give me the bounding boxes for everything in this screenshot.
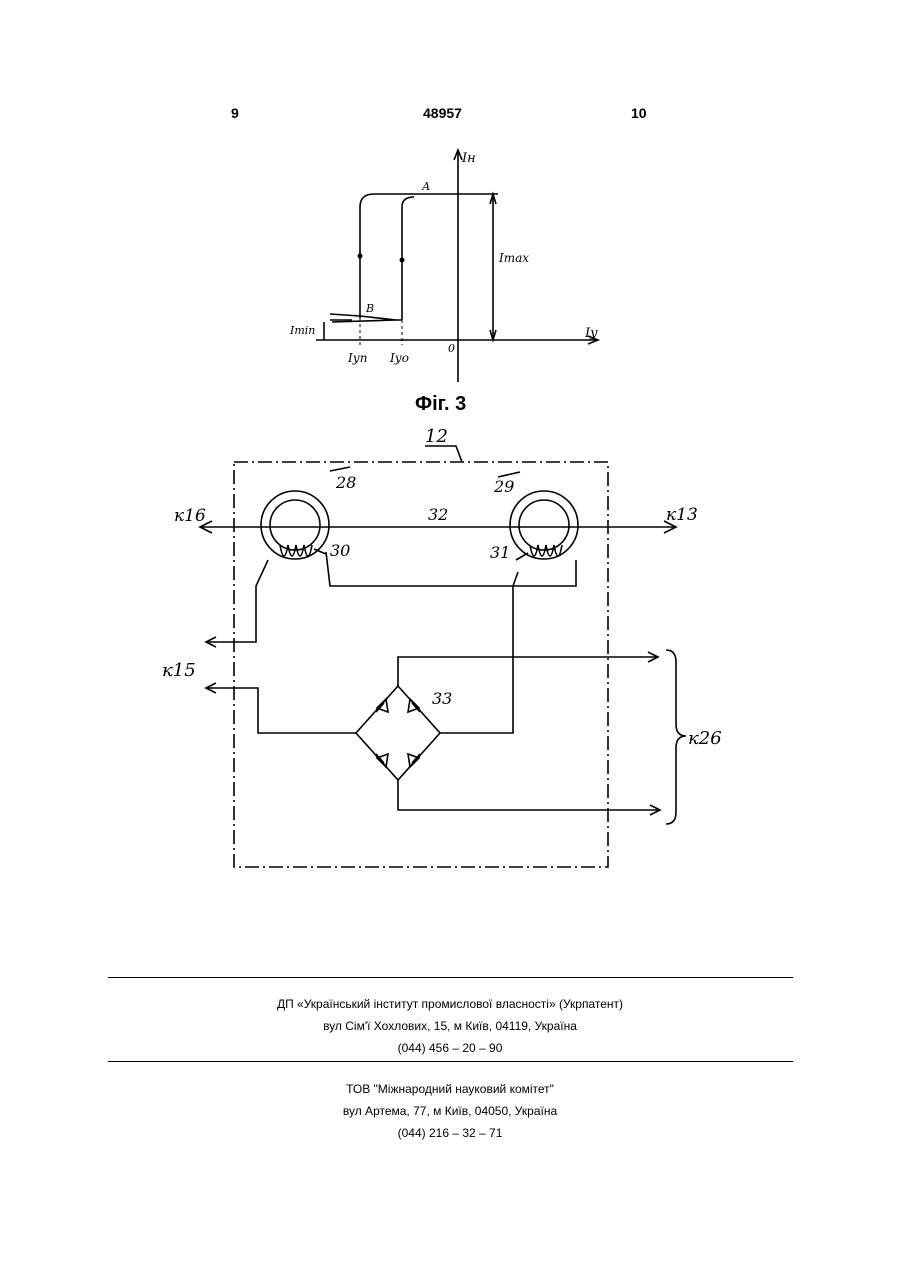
publisher-phone: (044) 456 – 20 – 90 <box>0 1041 900 1055</box>
lead-to-15-lower <box>206 688 356 733</box>
brace-26 <box>666 650 686 824</box>
footer-rule-middle <box>108 1061 793 1062</box>
printer-address: вул Артема, 77, м Київ, 04050, Україна <box>0 1104 900 1118</box>
diode-bridge-33 <box>356 686 440 780</box>
lead-to-15-upper <box>206 560 268 642</box>
output-26-upper <box>398 657 658 686</box>
label-33: 33 <box>432 689 452 708</box>
label-30: 30 <box>330 541 350 560</box>
label-to-13: к13 <box>666 505 698 525</box>
label-to-16: к16 <box>174 506 206 526</box>
coil-to-bridge <box>440 572 518 733</box>
figure-4-circuit: 12 28 29 32 30 31 33 к16 к13 к15 к26 <box>0 0 900 900</box>
publisher-name: ДП «Український інститут промислової вла… <box>0 997 900 1011</box>
core-29 <box>510 491 578 559</box>
publisher-address: вул Сім'ї Хохлових, 15, м Київ, 04119, У… <box>0 1019 900 1033</box>
label-12: 12 <box>425 426 448 447</box>
footer-rule-top <box>108 977 793 978</box>
output-26-lower <box>398 780 660 810</box>
label-to-15: к15 <box>162 660 196 681</box>
coil-connection <box>326 552 576 586</box>
label-to-26: к26 <box>688 728 722 749</box>
label-31: 31 <box>490 543 510 562</box>
label-28: 28 <box>335 473 356 492</box>
label-29: 29 <box>493 477 514 496</box>
printer-name: ТОВ "Міжнародний науковий комітет" <box>0 1082 900 1096</box>
label-32: 32 <box>428 505 448 524</box>
block-12-enclosure <box>234 462 608 867</box>
printer-phone: (044) 216 – 32 – 71 <box>0 1126 900 1140</box>
